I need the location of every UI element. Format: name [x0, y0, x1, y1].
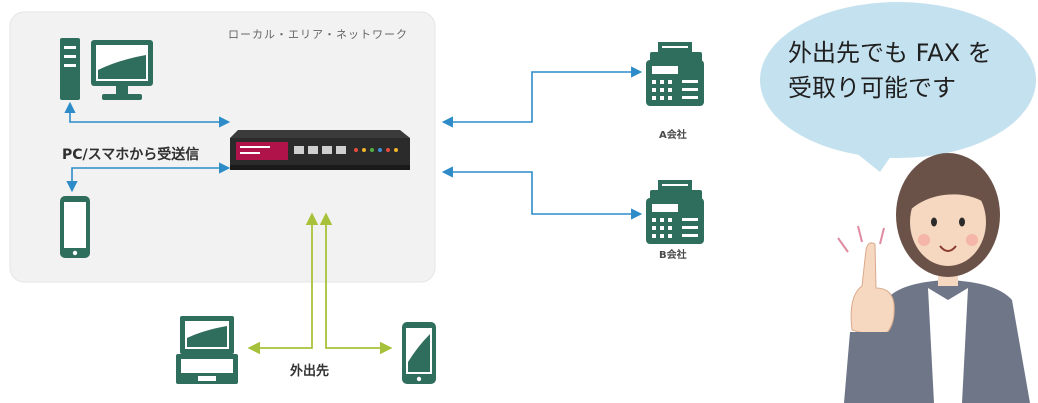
- fax-a-label: A会社: [659, 130, 687, 141]
- router-fax-b-arrow: [441, 166, 643, 220]
- speech-bubble: [760, 2, 1036, 172]
- lan-label: ローカル・エリア・ネットワーク: [228, 28, 408, 41]
- desktop-pc-icon: [60, 38, 153, 100]
- woman-illustration: [837, 153, 1030, 403]
- speech-bubble-line-2: 受取り可能です: [788, 74, 956, 102]
- router-fax-a-arrow: [441, 66, 643, 128]
- phone-router-arrow: [66, 162, 231, 193]
- fax-router-icon: [230, 130, 410, 170]
- fax-b-label: B会社: [659, 250, 687, 261]
- remote-smartphone-icon: [402, 322, 436, 384]
- speech-bubble-line-1: 外出先でも FAX を: [788, 39, 992, 67]
- pc-smartphone-label: PC/スマホから受送信: [62, 147, 200, 163]
- smartphone-icon: [60, 196, 90, 258]
- pc-router-arrow: [64, 101, 231, 128]
- remote-phone-arrow: [319, 212, 393, 355]
- remote-laptop-arrow: [247, 212, 319, 355]
- remote-label: 外出先: [290, 364, 330, 379]
- speech-bubble-text: 外出先でも FAX を 受取り可能です: [788, 36, 1028, 106]
- laptop-icon: [176, 316, 238, 384]
- fax-a-icon: [646, 42, 704, 106]
- fax-b-icon: [646, 180, 704, 244]
